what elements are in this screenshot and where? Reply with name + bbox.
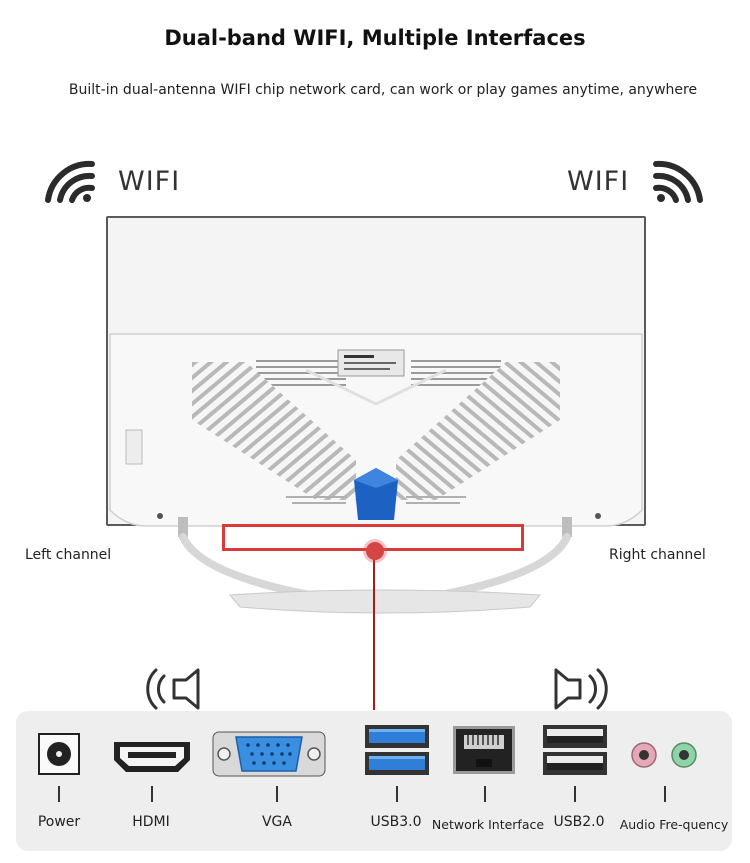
monitor-back-panel xyxy=(109,333,643,527)
audio-jack-icon xyxy=(631,742,697,768)
left-channel-label: Left channel xyxy=(25,547,112,563)
callout-dot xyxy=(366,542,384,560)
vga-label: VGA xyxy=(261,814,292,830)
callout-line xyxy=(373,558,375,710)
usb3-tick xyxy=(396,786,398,802)
hdmi-label: HDMI xyxy=(132,814,170,830)
usb2-tick xyxy=(574,786,576,802)
page-title: Dual-band WIFI, Multiple Interfaces xyxy=(164,26,586,50)
right-channel-label: Right channel xyxy=(609,547,706,563)
hdmi-tick xyxy=(151,786,153,802)
audio-tick xyxy=(664,786,666,802)
ethernet-tick xyxy=(484,786,486,802)
usb2-label: USB2.0 xyxy=(553,814,605,830)
audio-label: Audio Fre-quency xyxy=(619,817,729,832)
power-port-icon xyxy=(38,733,80,775)
power-label: Power xyxy=(37,814,81,830)
vga-port-icon xyxy=(212,731,326,777)
ethernet-label: Network Interface xyxy=(431,817,545,832)
monitor-stand xyxy=(178,517,572,614)
power-tick xyxy=(58,786,60,802)
page-subtitle: Built-in dual-antenna WIFI chip network … xyxy=(68,82,698,98)
usb2-port-icon xyxy=(543,725,607,775)
wifi-left-label: WIFI xyxy=(118,166,181,197)
wifi-right-label: WIFI xyxy=(567,166,630,197)
wifi-right-icon xyxy=(653,160,703,203)
wifi-left-icon xyxy=(45,160,95,203)
ethernet-port-icon xyxy=(453,726,515,774)
vga-tick xyxy=(276,786,278,802)
right-speaker-icon xyxy=(554,668,608,710)
usb3-port-icon xyxy=(365,725,429,775)
left-speaker-icon xyxy=(146,668,200,710)
usb3-label: USB3.0 xyxy=(370,814,422,830)
hdmi-port-icon xyxy=(114,742,190,772)
